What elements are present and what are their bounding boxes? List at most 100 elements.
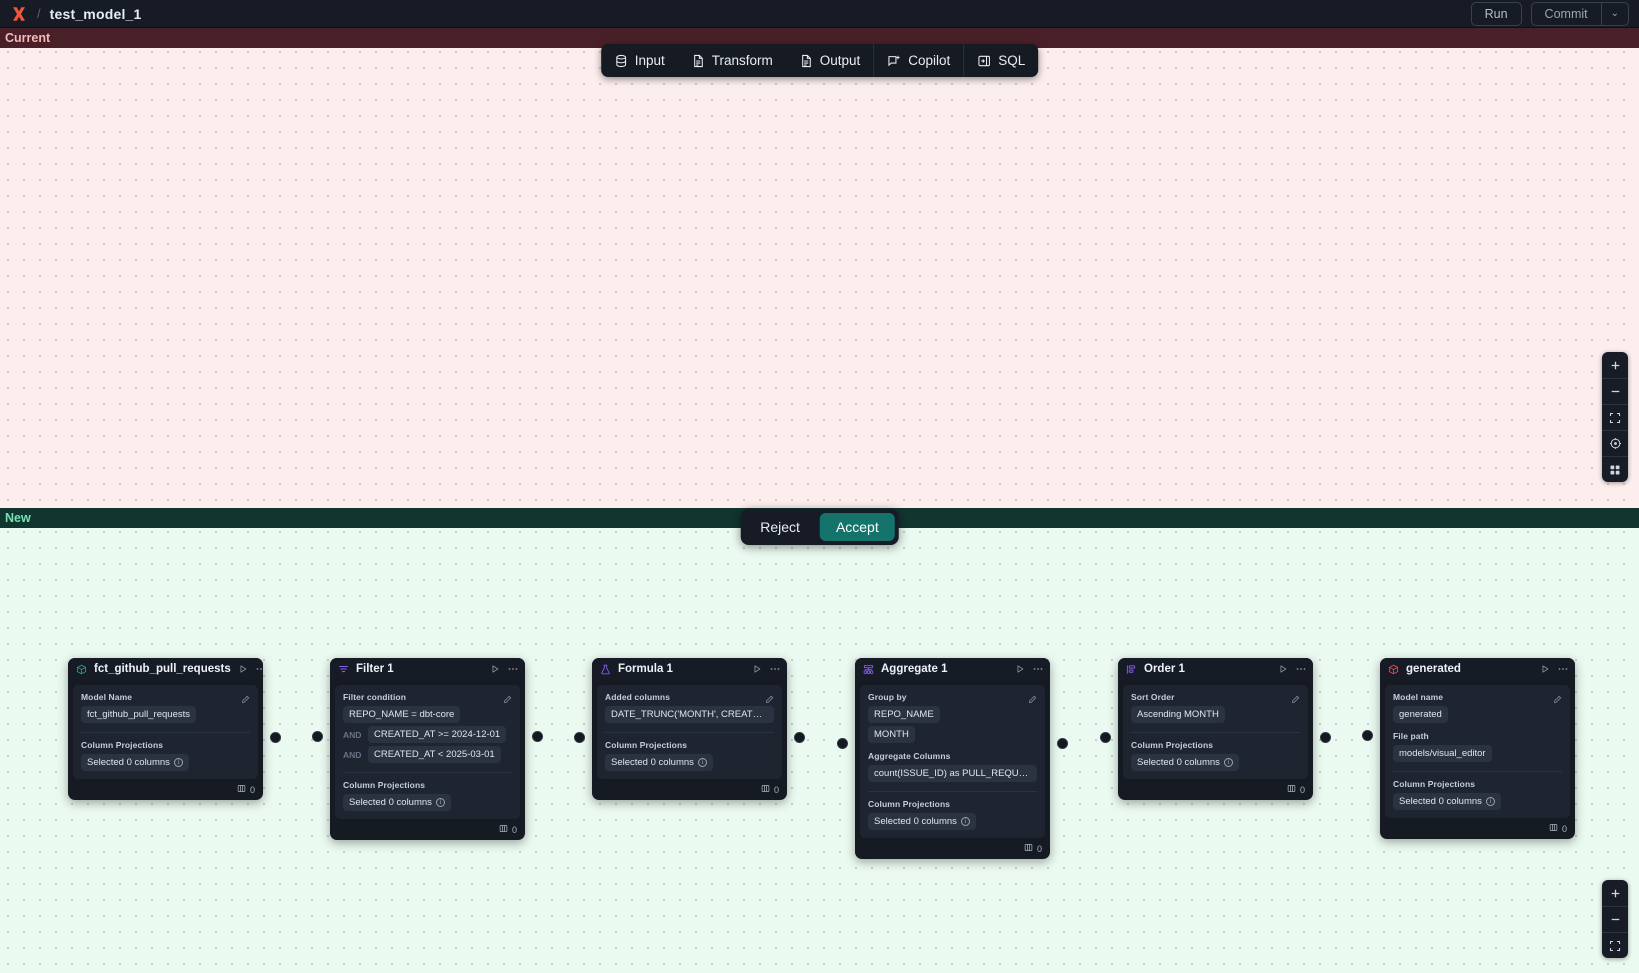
zoom-in-button[interactable] bbox=[1602, 352, 1628, 378]
run-node-icon[interactable] bbox=[1540, 664, 1550, 674]
value-pill[interactable]: fct_github_pull_requests bbox=[81, 706, 196, 723]
current-pane-label: Current bbox=[0, 28, 1639, 48]
commit-button[interactable]: Commit bbox=[1544, 6, 1588, 21]
node-more-icon[interactable] bbox=[1557, 663, 1569, 675]
edit-pencil-icon[interactable] bbox=[765, 691, 774, 709]
reject-button[interactable]: Reject bbox=[744, 513, 816, 541]
value-pill[interactable]: generated bbox=[1393, 706, 1448, 723]
database-icon bbox=[615, 54, 626, 67]
zoom-out-button[interactable] bbox=[1602, 378, 1628, 404]
run-node-icon[interactable] bbox=[752, 664, 762, 674]
fit-to-screen-icon[interactable] bbox=[1602, 404, 1628, 430]
value-pill[interactable]: MONTH bbox=[868, 726, 915, 743]
run-node-icon[interactable] bbox=[490, 664, 500, 674]
value-pill[interactable]: REPO_NAME = dbt-core bbox=[343, 706, 461, 723]
fit-to-screen-icon[interactable] bbox=[1602, 932, 1628, 958]
grid-toggle-icon[interactable] bbox=[1602, 456, 1628, 482]
node-output-port[interactable] bbox=[532, 730, 543, 742]
node-header-generated[interactable]: generated bbox=[1380, 658, 1575, 680]
value-pill[interactable]: CREATED_AT < 2025-03-01 bbox=[368, 746, 501, 763]
section-label: Added columns bbox=[605, 692, 671, 702]
info-icon[interactable]: i bbox=[960, 817, 970, 826]
node-output-port[interactable] bbox=[794, 731, 805, 743]
value-pill[interactable]: CREATED_AT >= 2024-12-01 bbox=[368, 726, 507, 743]
node-output-port[interactable] bbox=[270, 731, 281, 743]
node-footer: 0 bbox=[68, 784, 263, 800]
commit-split-button[interactable]: Commit ⌄ bbox=[1530, 1, 1629, 26]
node-input-port[interactable] bbox=[574, 731, 585, 743]
node-more-icon[interactable] bbox=[507, 663, 519, 675]
accept-button[interactable]: Accept bbox=[819, 513, 895, 541]
edit-pencil-icon[interactable] bbox=[241, 691, 250, 709]
edit-pencil-icon[interactable] bbox=[1291, 691, 1300, 709]
run-node-icon[interactable] bbox=[1015, 664, 1025, 674]
info-icon[interactable]: i bbox=[435, 798, 445, 807]
recenter-icon[interactable] bbox=[1602, 430, 1628, 456]
value-pill[interactable]: Ascending MONTH bbox=[1131, 706, 1225, 723]
value-pill[interactable]: REPO_NAME bbox=[868, 706, 940, 723]
node-input-port[interactable] bbox=[837, 738, 848, 750]
toolbar-item-transform[interactable]: Transform bbox=[678, 44, 786, 77]
page-title: test_model_1 bbox=[49, 5, 142, 22]
node-title: generated bbox=[1406, 663, 1461, 675]
node-header-formula[interactable]: Formula 1 bbox=[592, 658, 787, 680]
run-button[interactable]: Run bbox=[1470, 1, 1522, 26]
zoom-out-button[interactable] bbox=[1602, 906, 1628, 932]
value-pill[interactable]: count(ISSUE_ID) as PULL_REQUEST_… bbox=[868, 765, 1037, 782]
toolbar-item-input[interactable]: Input bbox=[601, 44, 678, 77]
x-logo-icon[interactable] bbox=[10, 5, 28, 23]
zoom-in-button[interactable] bbox=[1602, 880, 1628, 906]
run-node-icon[interactable] bbox=[1278, 664, 1288, 674]
info-icon[interactable]: i bbox=[173, 758, 183, 767]
node-header-order[interactable]: Order 1 bbox=[1118, 658, 1313, 680]
node-header-filter[interactable]: Filter 1 bbox=[330, 658, 525, 680]
node-output-port[interactable] bbox=[1057, 738, 1068, 750]
info-icon[interactable]: i bbox=[697, 758, 707, 767]
section-label: Filter condition bbox=[343, 692, 406, 702]
edit-pencil-icon[interactable] bbox=[503, 691, 512, 709]
node-input-port[interactable] bbox=[312, 730, 323, 742]
node-input-port[interactable] bbox=[1100, 731, 1111, 743]
node-more-icon[interactable] bbox=[255, 663, 263, 675]
run-node-icon[interactable] bbox=[238, 664, 248, 674]
node-more-icon[interactable] bbox=[1032, 663, 1044, 675]
pill-text: Selected 0 columns bbox=[874, 816, 957, 827]
section-label: Column Projections bbox=[1393, 779, 1476, 789]
node-header-aggregate[interactable]: Aggregate 1 bbox=[855, 658, 1050, 680]
node-more-icon[interactable] bbox=[769, 663, 781, 675]
chevron-down-icon[interactable]: ⌄ bbox=[1600, 2, 1628, 25]
toolbar-item-output[interactable]: Output bbox=[786, 44, 874, 77]
node-header-source[interactable]: fct_github_pull_requests bbox=[68, 658, 263, 680]
pill-text: Selected 0 columns bbox=[1399, 796, 1482, 807]
toolbar-item-copilot[interactable]: Copilot bbox=[873, 44, 963, 77]
value-pill[interactable]: DATE_TRUNC('MONTH', CREATED_AT… bbox=[605, 706, 774, 723]
toolbar-item-sql[interactable]: SQL bbox=[963, 44, 1038, 77]
document-icon bbox=[801, 54, 811, 67]
node-output-port[interactable] bbox=[1320, 731, 1331, 743]
info-icon[interactable]: i bbox=[1485, 797, 1495, 806]
info-icon[interactable]: i bbox=[1223, 758, 1233, 767]
node-more-icon[interactable] bbox=[1295, 663, 1307, 675]
node-input-port[interactable] bbox=[1362, 730, 1373, 742]
value-pill[interactable]: models/visual_editor bbox=[1393, 745, 1492, 762]
section-label: Column Projections bbox=[343, 780, 426, 790]
canvas-dot-grid-current bbox=[0, 28, 1639, 508]
edit-pencil-icon[interactable] bbox=[1553, 691, 1562, 709]
edit-pencil-icon[interactable] bbox=[1028, 691, 1037, 709]
